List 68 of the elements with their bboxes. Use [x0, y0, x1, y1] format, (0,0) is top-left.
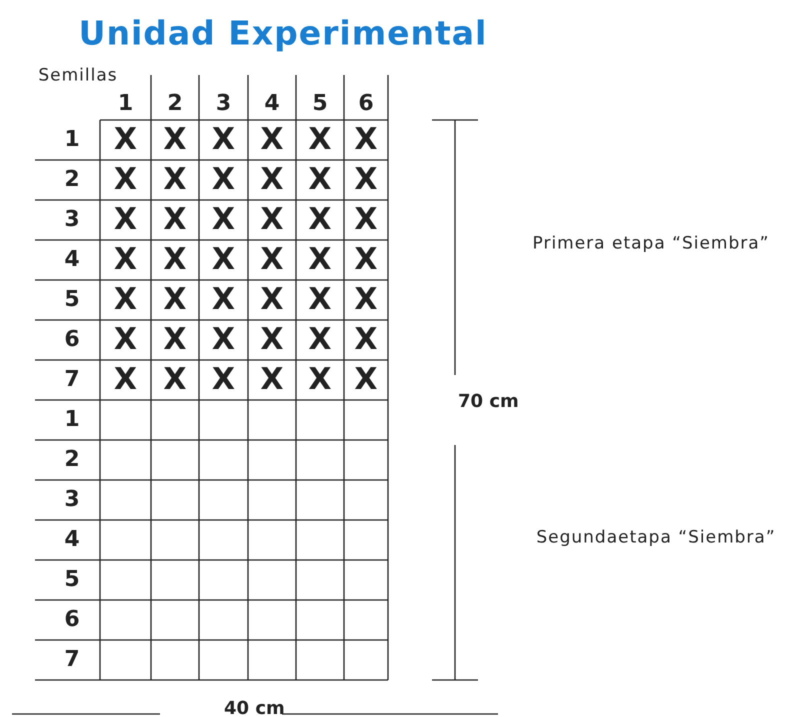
column-number: 2 — [167, 93, 183, 115]
seed-mark: X — [260, 285, 284, 315]
seed-mark: X — [308, 325, 332, 355]
seed-mark: X — [308, 125, 332, 155]
seed-mark: X — [163, 205, 187, 235]
seed-mark: X — [163, 125, 187, 155]
seed-mark: X — [212, 365, 236, 395]
seed-mark: X — [308, 285, 332, 315]
seed-mark: X — [260, 165, 284, 195]
column-number: 6 — [358, 93, 374, 115]
title: Unidad Experimental — [78, 16, 488, 50]
column-number: 1 — [118, 93, 134, 115]
dimension-label: 70 cm — [458, 393, 519, 411]
seed-mark: X — [114, 285, 138, 315]
row-number: 2 — [64, 449, 80, 471]
seed-mark: X — [163, 365, 187, 395]
row-number: 7 — [64, 649, 80, 671]
row-number: 1 — [64, 129, 80, 151]
seed-mark: X — [354, 205, 378, 235]
seed-mark: X — [260, 245, 284, 275]
seed-mark: X — [308, 205, 332, 235]
seed-mark: X — [114, 125, 138, 155]
row-number: 7 — [64, 369, 80, 391]
seed-mark: X — [260, 325, 284, 355]
seed-mark: X — [163, 245, 187, 275]
seed-mark: X — [308, 165, 332, 195]
seed-mark: X — [308, 245, 332, 275]
seed-mark: X — [354, 365, 378, 395]
seed-mark: X — [114, 325, 138, 355]
seed-mark: X — [114, 205, 138, 235]
row-number: 2 — [64, 169, 80, 191]
seed-mark: X — [114, 365, 138, 395]
dimension-label: 40 cm — [224, 700, 285, 717]
label-text: Semillas — [38, 68, 118, 84]
row-number: 6 — [64, 329, 80, 351]
column-number: 3 — [216, 93, 232, 115]
seed-mark: X — [212, 205, 236, 235]
seed-mark: X — [114, 165, 138, 195]
seed-mark: X — [163, 285, 187, 315]
row-number: 5 — [64, 569, 80, 591]
seed-mark: X — [354, 165, 378, 195]
seed-mark: X — [163, 325, 187, 355]
seed-mark: X — [354, 125, 378, 155]
seed-mark: X — [260, 205, 284, 235]
row-number: 1 — [64, 409, 80, 431]
seed-mark: X — [212, 165, 236, 195]
row-number: 4 — [64, 529, 80, 551]
row-number: 6 — [64, 609, 80, 631]
seed-mark: X — [260, 125, 284, 155]
column-number: 5 — [312, 93, 328, 115]
seed-mark: X — [354, 325, 378, 355]
row-number: 5 — [64, 289, 80, 311]
seed-mark: X — [212, 125, 236, 155]
seed-mark: X — [163, 165, 187, 195]
seed-mark: X — [260, 365, 284, 395]
seed-mark: X — [308, 365, 332, 395]
seed-mark: X — [354, 245, 378, 275]
row-number: 3 — [64, 489, 80, 511]
seed-mark: X — [212, 285, 236, 315]
seed-mark: X — [114, 245, 138, 275]
seed-mark: X — [212, 245, 236, 275]
column-number: 4 — [264, 93, 280, 115]
label-text: Segundaetapa “Siembra” — [536, 530, 776, 546]
row-number: 4 — [64, 249, 80, 271]
seed-mark: X — [354, 285, 378, 315]
label-text: Primera etapa “Siembra” — [532, 236, 770, 252]
seed-mark: X — [212, 325, 236, 355]
row-number: 3 — [64, 209, 80, 231]
